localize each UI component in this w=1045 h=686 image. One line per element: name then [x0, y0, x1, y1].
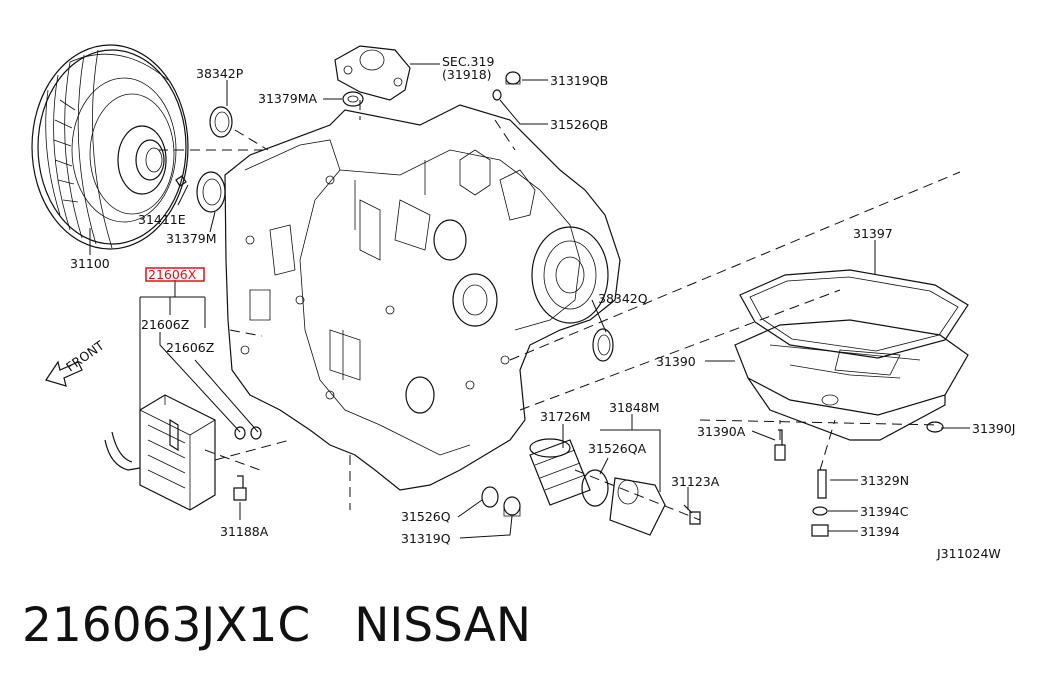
- label-31123A: 31123A: [671, 474, 720, 489]
- brand-name: NISSAN: [354, 598, 532, 653]
- seal-31390J: [926, 421, 944, 433]
- seal-31379M: [196, 171, 226, 213]
- label-31390: 31390: [656, 354, 696, 369]
- label-31848M: 31848M: [609, 400, 660, 415]
- front-direction-arrow: [45, 360, 83, 387]
- oil-pan-31390: [734, 319, 969, 441]
- label-31526Q: 31526Q: [401, 509, 451, 524]
- label-38342Q: 38342Q: [598, 291, 648, 306]
- label-31390J: 31390J: [972, 421, 1015, 436]
- label-31411E: 31411E: [138, 212, 186, 227]
- label-21606X: 21606X: [148, 267, 197, 282]
- label-31319Q: 31319Q: [401, 531, 451, 546]
- label-31329N: 31329N: [860, 473, 909, 488]
- seal-38342P: [209, 106, 233, 138]
- bolt-31319QB: [505, 71, 521, 85]
- label-31100: 31100: [70, 256, 110, 271]
- transmission-case: [224, 104, 621, 491]
- label-31379MA: 31379MA: [258, 91, 318, 106]
- cover-31848M: [609, 477, 666, 536]
- label-38342P: 38342P: [196, 66, 244, 81]
- bolt-31390A: [774, 429, 786, 461]
- oring-31526QA: [581, 469, 609, 507]
- label-31726M: 31726M: [540, 409, 591, 424]
- label-front: FRONT: [63, 337, 107, 374]
- plug-31319Q: [503, 496, 521, 517]
- orings-21606Z: [234, 426, 262, 440]
- label-31526QA: 31526QA: [588, 441, 647, 456]
- oil-cooler: [104, 394, 216, 511]
- filter-31726M: [529, 438, 591, 506]
- label-21606Z-a: 21606Z: [141, 317, 189, 332]
- seal-31379MA: [342, 91, 364, 107]
- label-sec319: SEC.319: [442, 54, 494, 69]
- drain-plug-31394: [811, 524, 829, 537]
- label-31188A: 31188A: [220, 524, 269, 539]
- label-31319QB: 31319QB: [550, 73, 608, 88]
- label-31390A: 31390A: [697, 424, 746, 439]
- pin-31411E: [175, 175, 187, 187]
- solenoid-sec319: [334, 45, 411, 101]
- gasket-31397: [739, 269, 969, 359]
- oring-31526Q: [481, 486, 499, 508]
- label-31918: (31918): [442, 67, 492, 82]
- label-21606Z-b: 21606Z: [166, 340, 214, 355]
- bolt-31188A: [233, 475, 247, 501]
- washer-31394C: [812, 506, 828, 516]
- label-31379M: 31379M: [166, 231, 217, 246]
- highlight-box-21606X: [145, 267, 205, 282]
- seal-38342Q: [592, 328, 614, 362]
- diagram-reference-code: J311024W: [936, 546, 1001, 561]
- magnet-31329N: [817, 469, 827, 499]
- label-31397: 31397: [853, 226, 893, 241]
- label-31394: 31394: [860, 524, 900, 539]
- oring-31526QB: [492, 89, 502, 101]
- footer-caption: 216063JX1C NISSAN: [22, 598, 531, 668]
- label-31526QB: 31526QB: [550, 117, 608, 132]
- leader-lines: [89, 63, 970, 539]
- torque-converter-31100: [31, 44, 189, 250]
- part-number: 216063JX1C: [22, 598, 311, 653]
- label-31394C: 31394C: [860, 504, 909, 519]
